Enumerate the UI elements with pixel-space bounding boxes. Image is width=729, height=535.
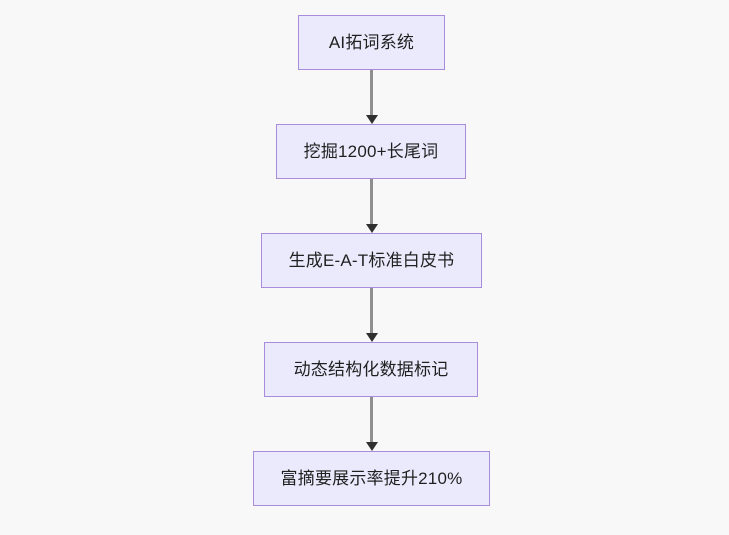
arrow-down-icon (365, 115, 378, 124)
edge-line (370, 288, 373, 333)
arrow-down-icon (365, 442, 378, 451)
arrow-down-icon (365, 224, 378, 233)
flow-node-dynamic-structured-data-markup[interactable]: 动态结构化数据标记 (264, 342, 478, 397)
flow-node-generate-eat-whitepaper[interactable]: 生成E-A-T标准白皮书 (261, 233, 482, 288)
arrow-down-icon (365, 333, 378, 342)
flow-node-label: 富摘要展示率提升210% (280, 469, 463, 488)
edge-line (370, 70, 373, 115)
edge-line (370, 397, 373, 442)
flow-node-label: AI拓词系统 (328, 33, 415, 52)
flow-node-label: 挖掘1200+长尾词 (303, 142, 439, 161)
flow-node-label: 动态结构化数据标记 (293, 360, 449, 379)
flow-node-rich-snippet-impression-uplift[interactable]: 富摘要展示率提升210% (253, 451, 490, 506)
flow-node-label: 生成E-A-T标准白皮书 (288, 251, 455, 270)
flow-node-ai-keyword-system[interactable]: AI拓词系统 (298, 15, 445, 70)
flow-node-mine-longtail-keywords[interactable]: 挖掘1200+长尾词 (276, 124, 466, 179)
edge-line (370, 179, 373, 224)
